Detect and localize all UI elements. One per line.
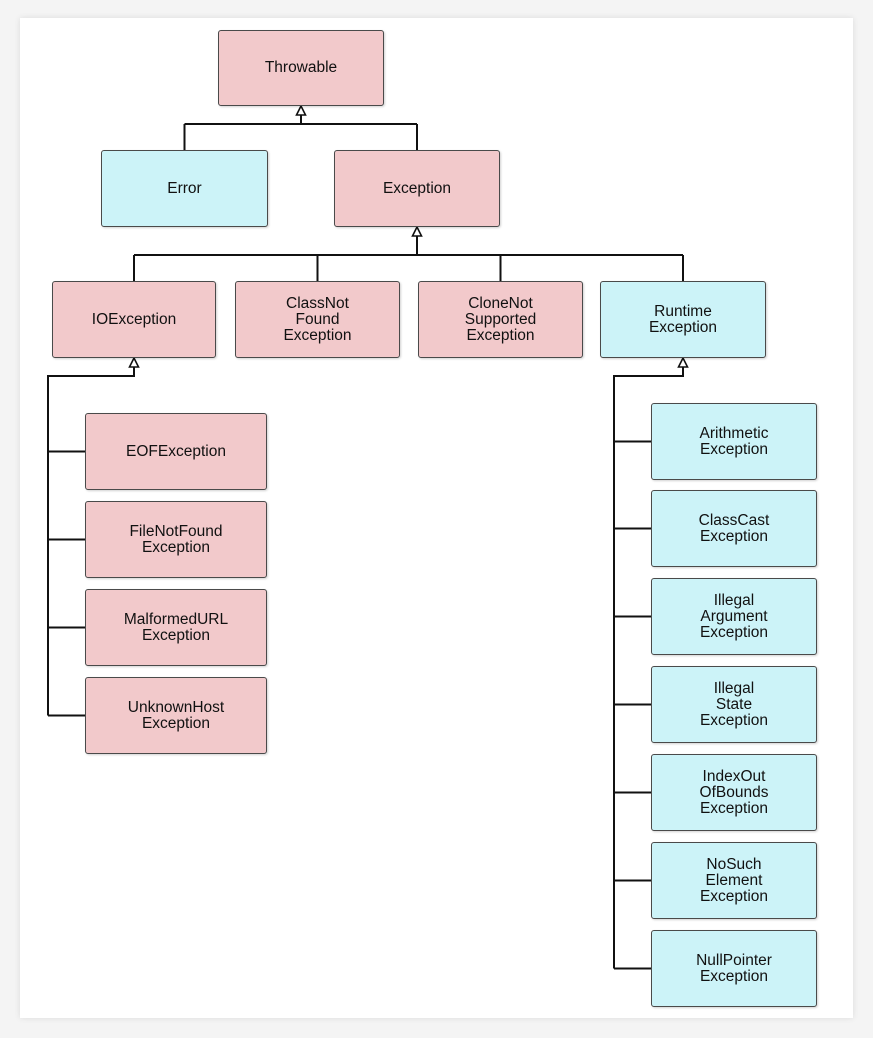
- class-node-exception: Exception: [334, 150, 500, 227]
- class-node-label: ClassNot Found Exception: [283, 294, 352, 344]
- class-node-label: CloneNot Supported Exception: [464, 294, 537, 344]
- class-node-label: NullPointer Exception: [696, 951, 772, 985]
- class-node-illegalargument: Illegal Argument Exception: [651, 578, 817, 655]
- class-node-nullpointer: NullPointer Exception: [651, 930, 817, 1007]
- class-node-label: EOFException: [126, 442, 226, 460]
- class-node-label: Arithmetic Exception: [699, 424, 769, 458]
- class-node-throwable: Throwable: [218, 30, 384, 106]
- class-node-label: Error: [167, 179, 202, 197]
- class-node-indexoutofbounds: IndexOut OfBounds Exception: [651, 754, 817, 831]
- class-node-label: UnknownHost Exception: [127, 698, 225, 732]
- class-node-error: Error: [101, 150, 268, 227]
- class-node-classcast: ClassCast Exception: [651, 490, 817, 567]
- class-node-runtime: Runtime Exception: [600, 281, 766, 358]
- class-node-label: Illegal State Exception: [699, 679, 769, 729]
- class-node-nosuchelement: NoSuch Element Exception: [651, 842, 817, 919]
- class-node-label: ClassCast Exception: [698, 511, 770, 545]
- class-node-malformedurl: MalformedURL Exception: [85, 589, 267, 666]
- class-node-classnotfound: ClassNot Found Exception: [235, 281, 400, 358]
- class-node-ioexception: IOException: [52, 281, 216, 358]
- class-node-label: Exception: [382, 179, 452, 197]
- class-node-illegalstate: Illegal State Exception: [651, 666, 817, 743]
- class-node-label: Illegal Argument Exception: [699, 591, 769, 641]
- class-node-filenotfound: FileNotFound Exception: [85, 501, 267, 578]
- class-node-arithmetic: Arithmetic Exception: [651, 403, 817, 480]
- class-node-label: MalformedURL Exception: [123, 610, 229, 644]
- class-node-unknownhost: UnknownHost Exception: [85, 677, 267, 754]
- class-node-label: Runtime Exception: [648, 302, 718, 336]
- class-node-label: FileNotFound Exception: [129, 522, 223, 556]
- class-node-eof: EOFException: [85, 413, 267, 490]
- class-node-label: IndexOut OfBounds Exception: [699, 767, 769, 817]
- class-node-label: Throwable: [264, 59, 338, 76]
- class-node-label: IOException: [91, 310, 177, 328]
- class-node-clonenotsupported: CloneNot Supported Exception: [418, 281, 583, 358]
- class-node-label: NoSuch Element Exception: [699, 855, 769, 905]
